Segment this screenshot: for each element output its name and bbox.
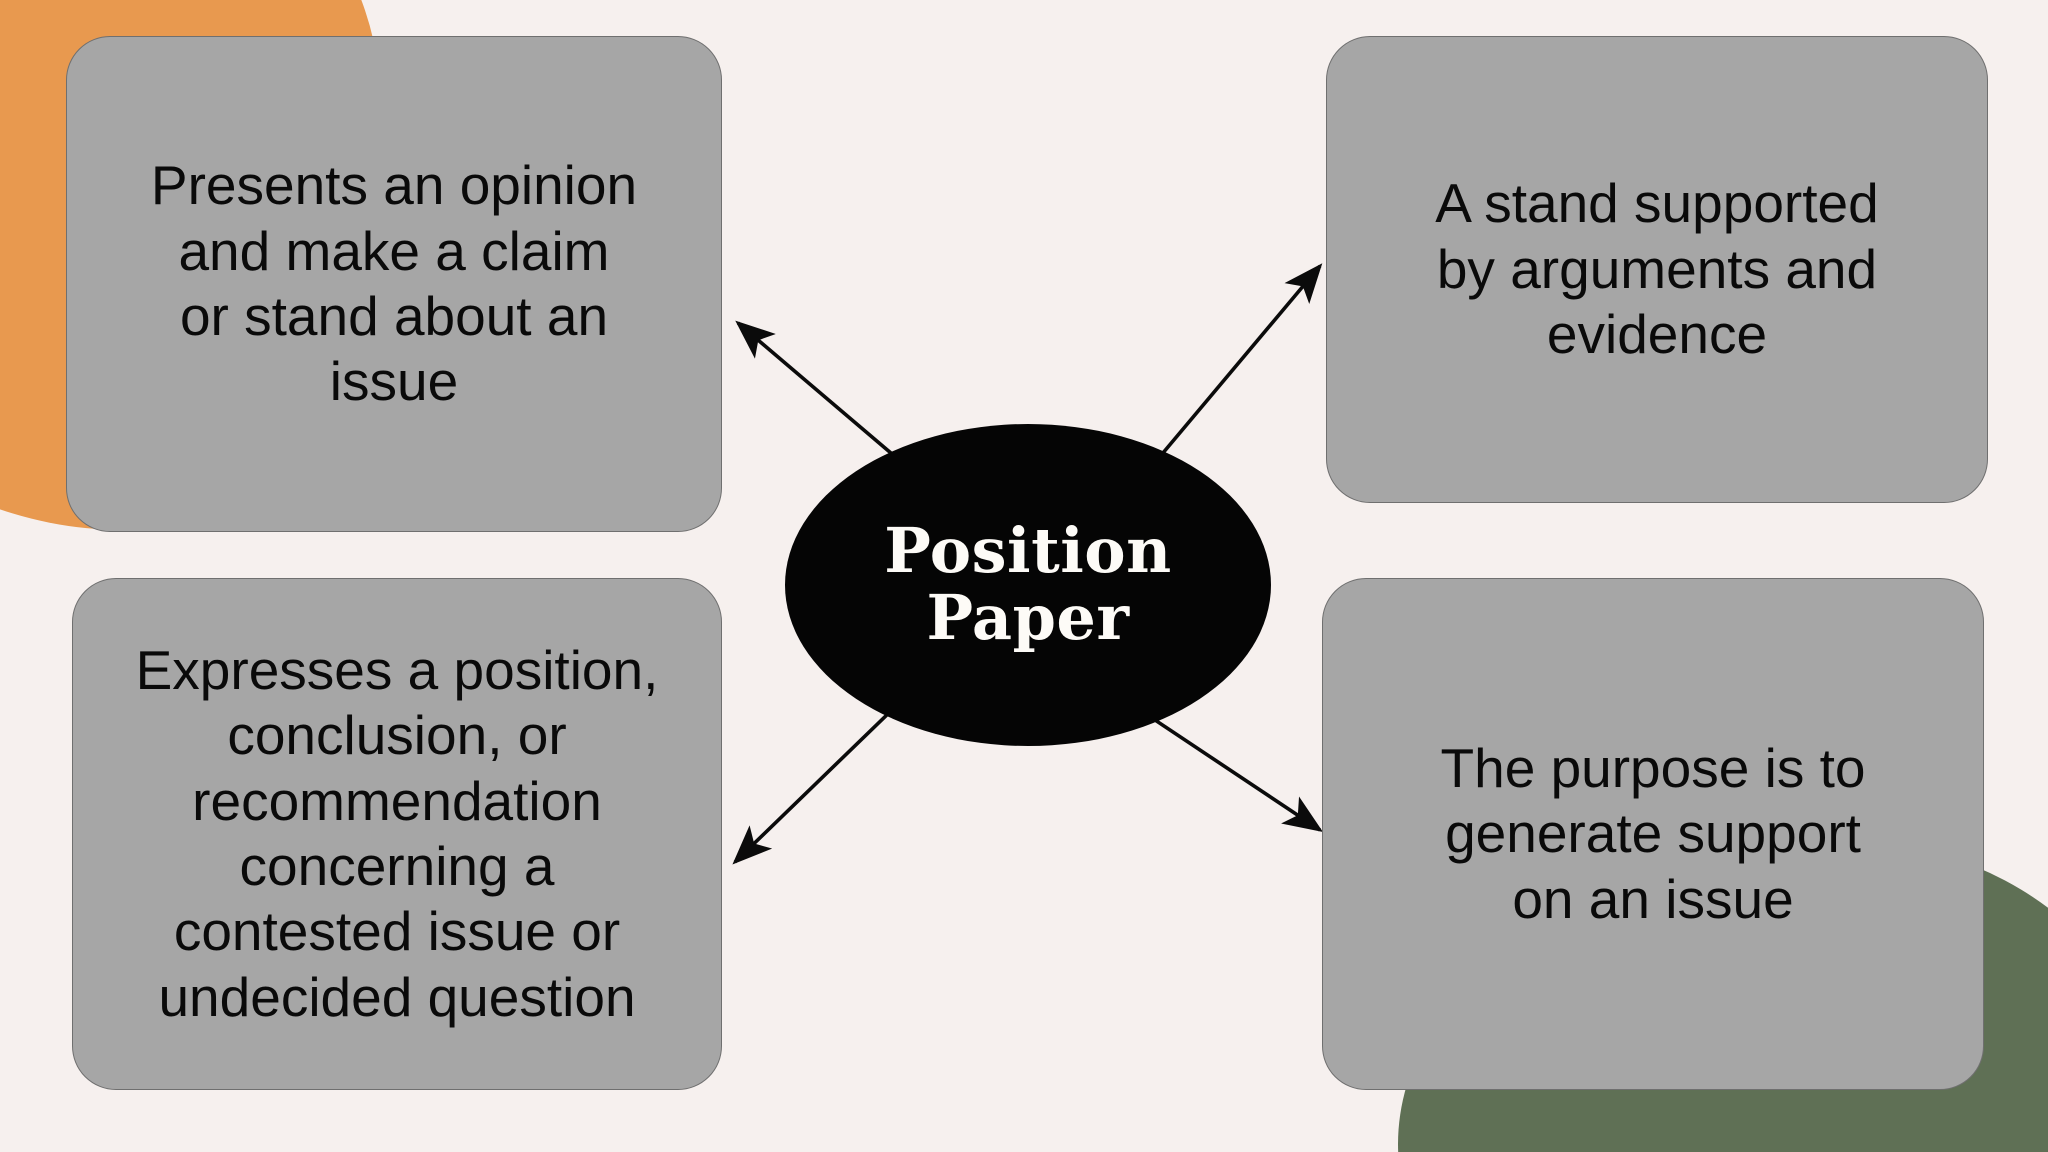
concept-box-top-right[interactable]: A stand supported by arguments and evide… — [1326, 36, 1988, 503]
connector-center-to-bottom-right — [1139, 708, 1323, 832]
concept-box-bottom-left-text: Expresses a position, conclusion, or rec… — [135, 638, 659, 1028]
concept-box-top-left[interactable]: Presents an opinion and make a claim or … — [66, 36, 722, 532]
center-node-label: Position Paper — [884, 514, 1172, 654]
concept-box-top-right-text: A stand supported by arguments and evide… — [1435, 172, 1879, 366]
center-node-position-paper[interactable]: Position Paper — [785, 424, 1271, 746]
concept-box-top-left-text: Presents an opinion and make a claim or … — [150, 154, 638, 413]
concept-box-bottom-right[interactable]: The purpose is to generate support on an… — [1322, 578, 1984, 1090]
connector-center-to-top-right — [1150, 263, 1323, 468]
concept-box-bottom-left[interactable]: Expresses a position, conclusion, or rec… — [72, 578, 722, 1090]
connector-center-to-top-left — [735, 320, 907, 467]
concept-box-bottom-right-text: The purpose is to generate support on an… — [1440, 736, 1866, 930]
connector-center-to-bottom-left — [732, 705, 897, 865]
